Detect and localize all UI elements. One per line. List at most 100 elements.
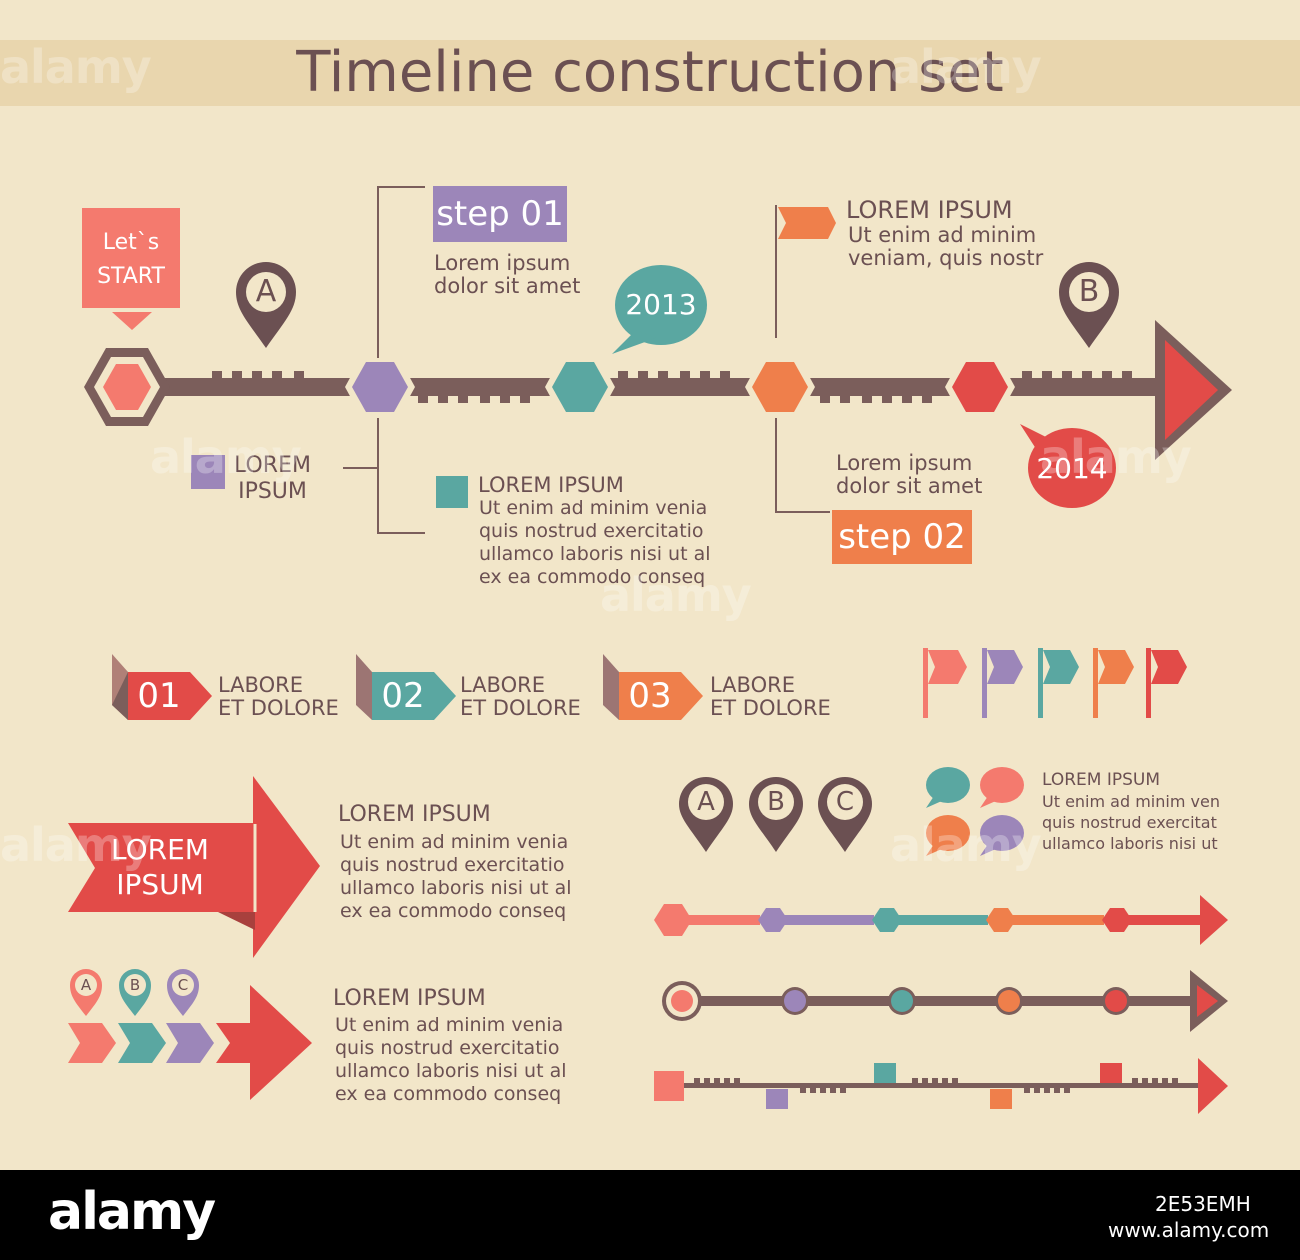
watermark: alamy xyxy=(0,40,152,94)
bubble-block-text-line: Ut enim ad minim ven xyxy=(1042,792,1220,811)
title-band xyxy=(0,40,1300,106)
teal-text: Ut enim ad minim venia quis nostrud exer… xyxy=(479,497,711,589)
speech-bubbles xyxy=(926,767,1024,856)
chevron-teal xyxy=(118,1023,166,1063)
teal-text-line: quis nostrud exercitatio xyxy=(479,520,704,542)
bubble-2013 xyxy=(612,265,707,354)
step-02-text: Lorem ipsum dolor sit amet xyxy=(836,452,982,498)
start-sign xyxy=(82,208,180,308)
page-title: Timeline construction set xyxy=(296,40,1004,105)
legend-square-purple xyxy=(191,455,225,489)
bubble-purple xyxy=(980,815,1024,856)
infographic-artwork xyxy=(68,186,1232,1114)
pin-a-large xyxy=(679,777,733,852)
teal-title: LOREM IPSUM xyxy=(478,473,624,497)
tag-02 xyxy=(356,654,456,720)
big-arrow-text: Ut enim ad minim venia quis nostrud exer… xyxy=(340,831,572,923)
tag-01-text: LABORE ET DOLORE xyxy=(218,674,339,720)
tag-02-text: LABORE ET DOLORE xyxy=(460,674,581,720)
pin-c-large xyxy=(818,777,872,852)
chevron-row xyxy=(68,969,312,1100)
big-arrow-text-line: ex ea commodo conseq xyxy=(340,900,567,922)
chevron-block-text-line: Ut enim ad minim venia xyxy=(335,1014,564,1036)
chevron-coral xyxy=(68,1023,116,1063)
tag-03-line2: ET DOLORE xyxy=(710,696,831,720)
connector-lines xyxy=(343,186,830,534)
teal-text-line: ullamco laboris nisi ut al xyxy=(479,543,711,565)
flag-orange xyxy=(1093,648,1134,718)
legend-purple-line2: IPSUM xyxy=(238,479,307,504)
tag-01 xyxy=(112,654,212,720)
hex-node-teal xyxy=(545,356,615,418)
bubble-2014 xyxy=(1020,424,1116,508)
bubble-block-title: LOREM IPSUM xyxy=(1042,770,1161,790)
ribbon-line2: IPSUM xyxy=(116,868,204,901)
step-02-label: step 02 xyxy=(838,517,966,557)
small-pin-a-label: A xyxy=(80,976,92,994)
pin-b-main xyxy=(1059,262,1119,348)
tag-02-line2: ET DOLORE xyxy=(460,696,581,720)
watermark: alamy xyxy=(890,818,1042,872)
abc-pins xyxy=(679,777,872,852)
colored-timeline-hex xyxy=(654,895,1228,945)
pin-a-main xyxy=(236,262,296,348)
ribbon-text: LOREM IPSUM xyxy=(90,832,230,902)
step-01-label: step 01 xyxy=(436,194,564,234)
start-sign-text: Let`s START xyxy=(82,226,180,294)
tag-01-line1: LABORE xyxy=(218,673,303,697)
step-01-text-line2: dolor sit amet xyxy=(434,274,581,298)
chevron-block-text: Ut enim ad minim venia quis nostrud exer… xyxy=(335,1014,567,1106)
pin-a-large-label: A xyxy=(697,787,715,817)
watermark: alamy xyxy=(150,430,302,484)
footer-logo: alamy xyxy=(48,1182,216,1242)
small-pin-c xyxy=(167,969,199,1016)
hex-node-orange xyxy=(745,356,815,418)
legend-purple-text: LOREM IPSUM xyxy=(234,453,311,505)
main-timeline xyxy=(82,186,1232,564)
footer-bar xyxy=(0,1170,1300,1260)
orange-flag xyxy=(778,207,836,239)
flag-red xyxy=(1146,648,1187,718)
bubble-block-text-line: quis nostrud exercitat xyxy=(1042,813,1217,832)
step-01-text-line1: Lorem ipsum xyxy=(434,251,571,275)
watermark: alamy xyxy=(890,40,1042,94)
bubble-coral xyxy=(980,767,1024,808)
footer-image-id: 2E53EMH xyxy=(1155,1192,1251,1216)
flag-text-line1: Ut enim ad minim xyxy=(848,223,1037,247)
numbered-tags xyxy=(112,654,703,720)
flag-set xyxy=(923,648,1187,718)
flag-teal xyxy=(1038,648,1079,718)
tag-01-line2: ET DOLORE xyxy=(218,696,339,720)
teal-text-line: ex ea commodo conseq xyxy=(479,566,706,588)
pin-b-large-label: B xyxy=(767,787,785,817)
tag-03-line1: LABORE xyxy=(710,673,795,697)
circle-timeline xyxy=(662,970,1228,1032)
chevron-block-title: LOREM IPSUM xyxy=(333,986,486,1011)
tag-03-number: 03 xyxy=(628,676,672,716)
step-02-box xyxy=(832,510,972,564)
bubble-2013-label: 2013 xyxy=(625,288,697,321)
step-02-text-line2: dolor sit amet xyxy=(836,474,983,498)
step-01-box xyxy=(433,186,567,242)
flag-coral xyxy=(923,648,967,718)
bubble-teal xyxy=(926,767,970,808)
small-pin-a xyxy=(70,969,102,1016)
watermark: alamy xyxy=(600,568,752,622)
tag-03 xyxy=(603,654,703,720)
footer-url: www.alamy.com xyxy=(1108,1218,1270,1242)
step-01-text: Lorem ipsum dolor sit amet xyxy=(434,252,580,298)
chevron-block-text-line: ullamco laboris nisi ut al xyxy=(335,1060,567,1082)
timeline-ticks xyxy=(212,371,1132,403)
small-pin-b-label: B xyxy=(129,976,141,994)
start-sign-line1: Let`s xyxy=(102,230,160,255)
chevron-purple xyxy=(166,1023,214,1063)
chevron-arrow-red xyxy=(216,985,312,1100)
bubble-orange xyxy=(926,815,970,856)
bubble-block-text: Ut enim ad minim ven quis nostrud exerci… xyxy=(1042,791,1220,854)
start-sign-line2: START xyxy=(97,264,165,289)
flag-purple xyxy=(982,648,1023,718)
bubble-2014-label: 2014 xyxy=(1036,452,1108,485)
big-arrow-text-line: Ut enim ad minim venia xyxy=(340,831,569,853)
step-02-text-line1: Lorem ipsum xyxy=(836,451,973,475)
legend-square-teal xyxy=(436,476,468,508)
